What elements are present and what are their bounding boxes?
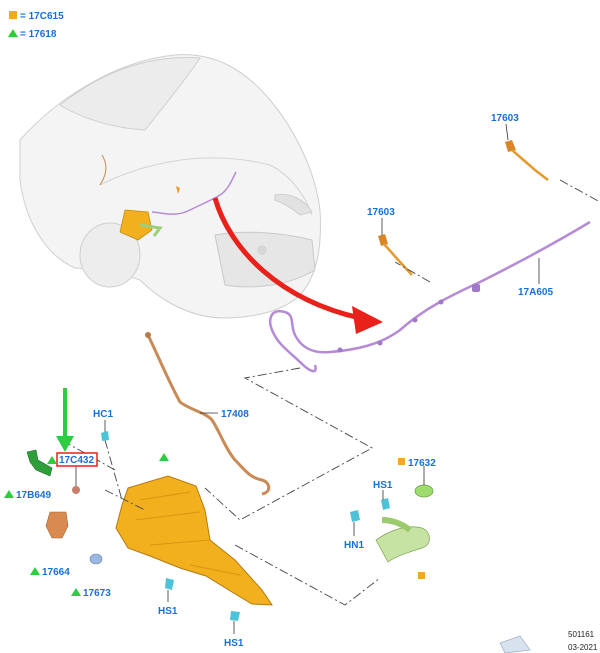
reservoir-body [115,475,273,606]
orange-square-marker [418,572,425,579]
purple-hose [268,220,591,373]
callout-17b649-triangle [4,490,14,498]
orange-square-marker-17632 [398,458,405,465]
hs1-clip-b [230,611,240,621]
legend-triangle-label: = 17618 [20,29,57,40]
footer-date: 03-2021 [568,643,598,652]
outline-c [204,367,373,521]
red-arrow-shaft [212,197,361,321]
reservoir-marker-triangle [159,453,169,461]
vehicle-washer-parts [99,154,237,241]
hs1-clip-a [165,578,174,590]
callout-17664: 17664 [42,567,70,578]
vehicle-jet-left [176,186,180,194]
highlight-box [56,452,98,467]
green-triangle-icon [8,29,18,37]
callout-hn1: HN1 [344,540,364,551]
callout-17603-upper: 17603 [491,113,519,124]
filler-tube-body [146,334,271,496]
outline-b [394,261,431,283]
green-arrow-head [56,436,74,452]
callout-17c432-triangle [47,456,57,464]
jet-nozzle-upper [505,140,516,152]
headlamp [274,193,313,216]
legend-square-label: = 17C615 [20,11,64,22]
callouts: 17603 17603 17A605 17408 HC1 17C432 17B6… [4,113,553,649]
filler-tube [145,332,271,496]
hose-assembly [268,220,591,373]
filler-cap-17632 [414,484,434,498]
hose-clip-d [337,347,343,353]
hood-line [99,157,313,216]
legend: = 17C615 = 17618 [8,11,64,40]
callout-17673-triangle [71,588,81,596]
callout-17c432: 17C432 [59,455,94,466]
orange-square-icon [9,11,17,19]
outline-f [104,439,123,501]
view-orientation-icon [499,635,531,653]
callout-hc1: HC1 [93,409,113,420]
hs1-clip-c [381,498,390,510]
vehicle-pump [139,223,163,237]
callout-hs1-reservoir: HS1 [158,606,178,617]
small-parts [26,431,434,621]
callout-17664-triangle [30,567,40,575]
jet-arm-lower [383,243,413,276]
grommet-17c432 [72,486,80,494]
hose-clip-a [438,299,444,305]
callout-17673: 17673 [83,588,111,599]
jet-arm-upper [511,149,549,181]
callout-17b649: 17B649 [16,490,51,501]
logo-badge [257,245,267,255]
leader-lines [75,123,540,634]
hn1-clip [350,510,360,522]
callout-hs1-lower: HS1 [224,638,244,649]
outline-e [64,441,146,511]
pump-17b649 [26,449,53,477]
washer-reservoir [115,453,273,606]
front-wheel [79,222,141,288]
outline-a [559,179,600,203]
callout-17a605: 17A605 [518,287,553,298]
red-arrow-head [352,306,383,334]
footer-code: 501161 [568,630,595,639]
hose-clip-b [412,317,418,323]
sensor-17664 [45,511,69,539]
leader-17603a [505,123,509,141]
callout-17632: 17632 [408,458,436,469]
hc1-clip [101,431,109,441]
washer-jet-upper [505,140,549,181]
vehicle-reservoir [119,209,153,241]
callout-17603-lower: 17603 [367,207,395,218]
dash-outlines [64,179,600,606]
hose-connector [472,284,480,292]
reservoir-ribs [134,491,241,576]
footer: 501161 03-2021 [499,630,598,653]
red-direction-arrow [212,197,383,334]
cap-17673 [89,553,103,565]
hose-clip-c [377,340,383,346]
jet-nozzle-lower [378,234,388,246]
windshield [59,57,201,131]
filler-neck-assembly [375,526,430,563]
vehicle-filler-tube [99,154,107,186]
callout-17408: 17408 [221,409,249,420]
vehicle-hose [151,171,237,215]
outline-d [234,544,381,606]
green-indicator-arrow [56,388,74,452]
washer-jet-lower [378,234,413,276]
filler-neck-pipe [381,517,412,533]
callout-hs1-right: HS1 [373,480,393,491]
filler-cap [145,332,151,338]
